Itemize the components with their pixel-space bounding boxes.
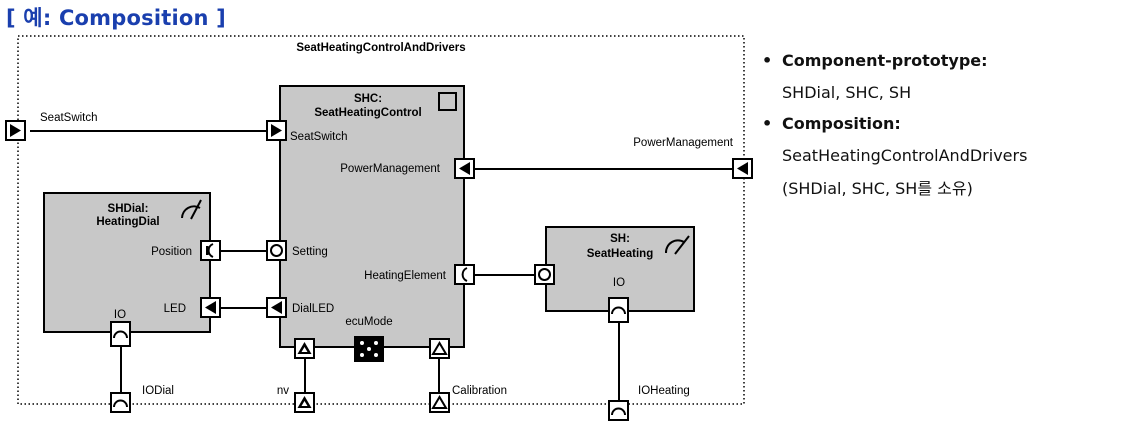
label-seatswitch-outer: SeatSwitch <box>40 112 98 124</box>
component-shdial: SHDial: HeatingDial <box>43 192 211 333</box>
connectors <box>30 130 733 401</box>
composition-diagram: SeatHeatingControlAndDrivers SHDial: Hea… <box>5 35 753 421</box>
port-powermanagement-outer <box>732 158 753 179</box>
composition-boundary <box>17 35 745 405</box>
port-powermanagement-inner <box>454 158 475 179</box>
port-position <box>200 240 221 261</box>
note-heading-prototype: • Component-prototype: <box>762 46 1112 76</box>
label-setting: Setting <box>292 246 328 258</box>
label-ecumode: ecuMode <box>345 316 392 328</box>
label-nv: nv <box>277 385 289 397</box>
label-heatingelement: HeatingElement <box>364 270 447 282</box>
sh-name: SH: <box>610 233 630 245</box>
sensor-icon <box>181 199 202 220</box>
label-calibration: Calibration <box>452 385 507 397</box>
composition-name: SeatHeatingControlAndDrivers <box>296 42 465 54</box>
actuator-icon <box>664 235 690 255</box>
port-seatswitch-outer <box>5 120 26 141</box>
port-iodial <box>110 392 131 413</box>
note-heading-text: Composition: <box>782 114 901 133</box>
port-nv <box>294 338 315 359</box>
label-position: Position <box>151 246 192 258</box>
port-setting <box>266 240 287 261</box>
label-powermanagement-inner: PowerManagement <box>340 163 441 175</box>
note-line: (SHDial, SHC, SH를 소유) <box>782 179 973 198</box>
label-shdial-io: IO <box>114 309 126 321</box>
label-iodial: IODial <box>142 385 174 397</box>
note-line: SHDial, SHC, SH <box>782 83 912 102</box>
notes-panel: • Component-prototype: SHDial, SHC, SH •… <box>762 46 1112 205</box>
note-heading-text: Component-prototype: <box>782 51 988 70</box>
label-sh-io: IO <box>613 277 625 289</box>
port-seatswitch-inner <box>266 120 287 141</box>
port-sh-heating <box>534 264 555 285</box>
shc-name: SHC: <box>354 93 382 105</box>
bullet: • <box>762 51 773 70</box>
label-powermanagement-outer: PowerManagement <box>633 137 734 149</box>
label-ioheating: IOHeating <box>638 385 690 397</box>
note-line: SeatHeatingControlAndDrivers <box>782 146 1028 165</box>
port-calibration-outer <box>429 392 450 413</box>
sh-type: SeatHeating <box>587 248 653 260</box>
label-led: LED <box>164 303 186 315</box>
port-dialled <box>266 297 287 318</box>
label-dialled: DialLED <box>292 303 334 315</box>
port-calibration <box>429 338 450 359</box>
port-ioheating <box>608 400 629 421</box>
label-seatswitch-inner: SeatSwitch <box>290 131 348 143</box>
component-shc: SHC: SeatHeatingControl <box>279 85 465 348</box>
slide-title: [ 예: Composition ] <box>6 6 226 30</box>
shdial-type: HeatingDial <box>96 216 159 228</box>
shc-type: SeatHeatingControl <box>314 107 421 119</box>
port-sh-io <box>608 297 629 323</box>
port-heatingelement <box>454 264 475 285</box>
note-heading-composition: • Composition: <box>762 109 1112 139</box>
port-shdial-io <box>110 321 131 347</box>
bullet: • <box>762 114 773 133</box>
ecumode-mode-icon <box>354 336 384 362</box>
application-component-icon <box>438 92 457 111</box>
port-nv-outer <box>294 392 315 413</box>
port-led <box>200 297 221 318</box>
shdial-name: SHDial: <box>108 203 149 215</box>
